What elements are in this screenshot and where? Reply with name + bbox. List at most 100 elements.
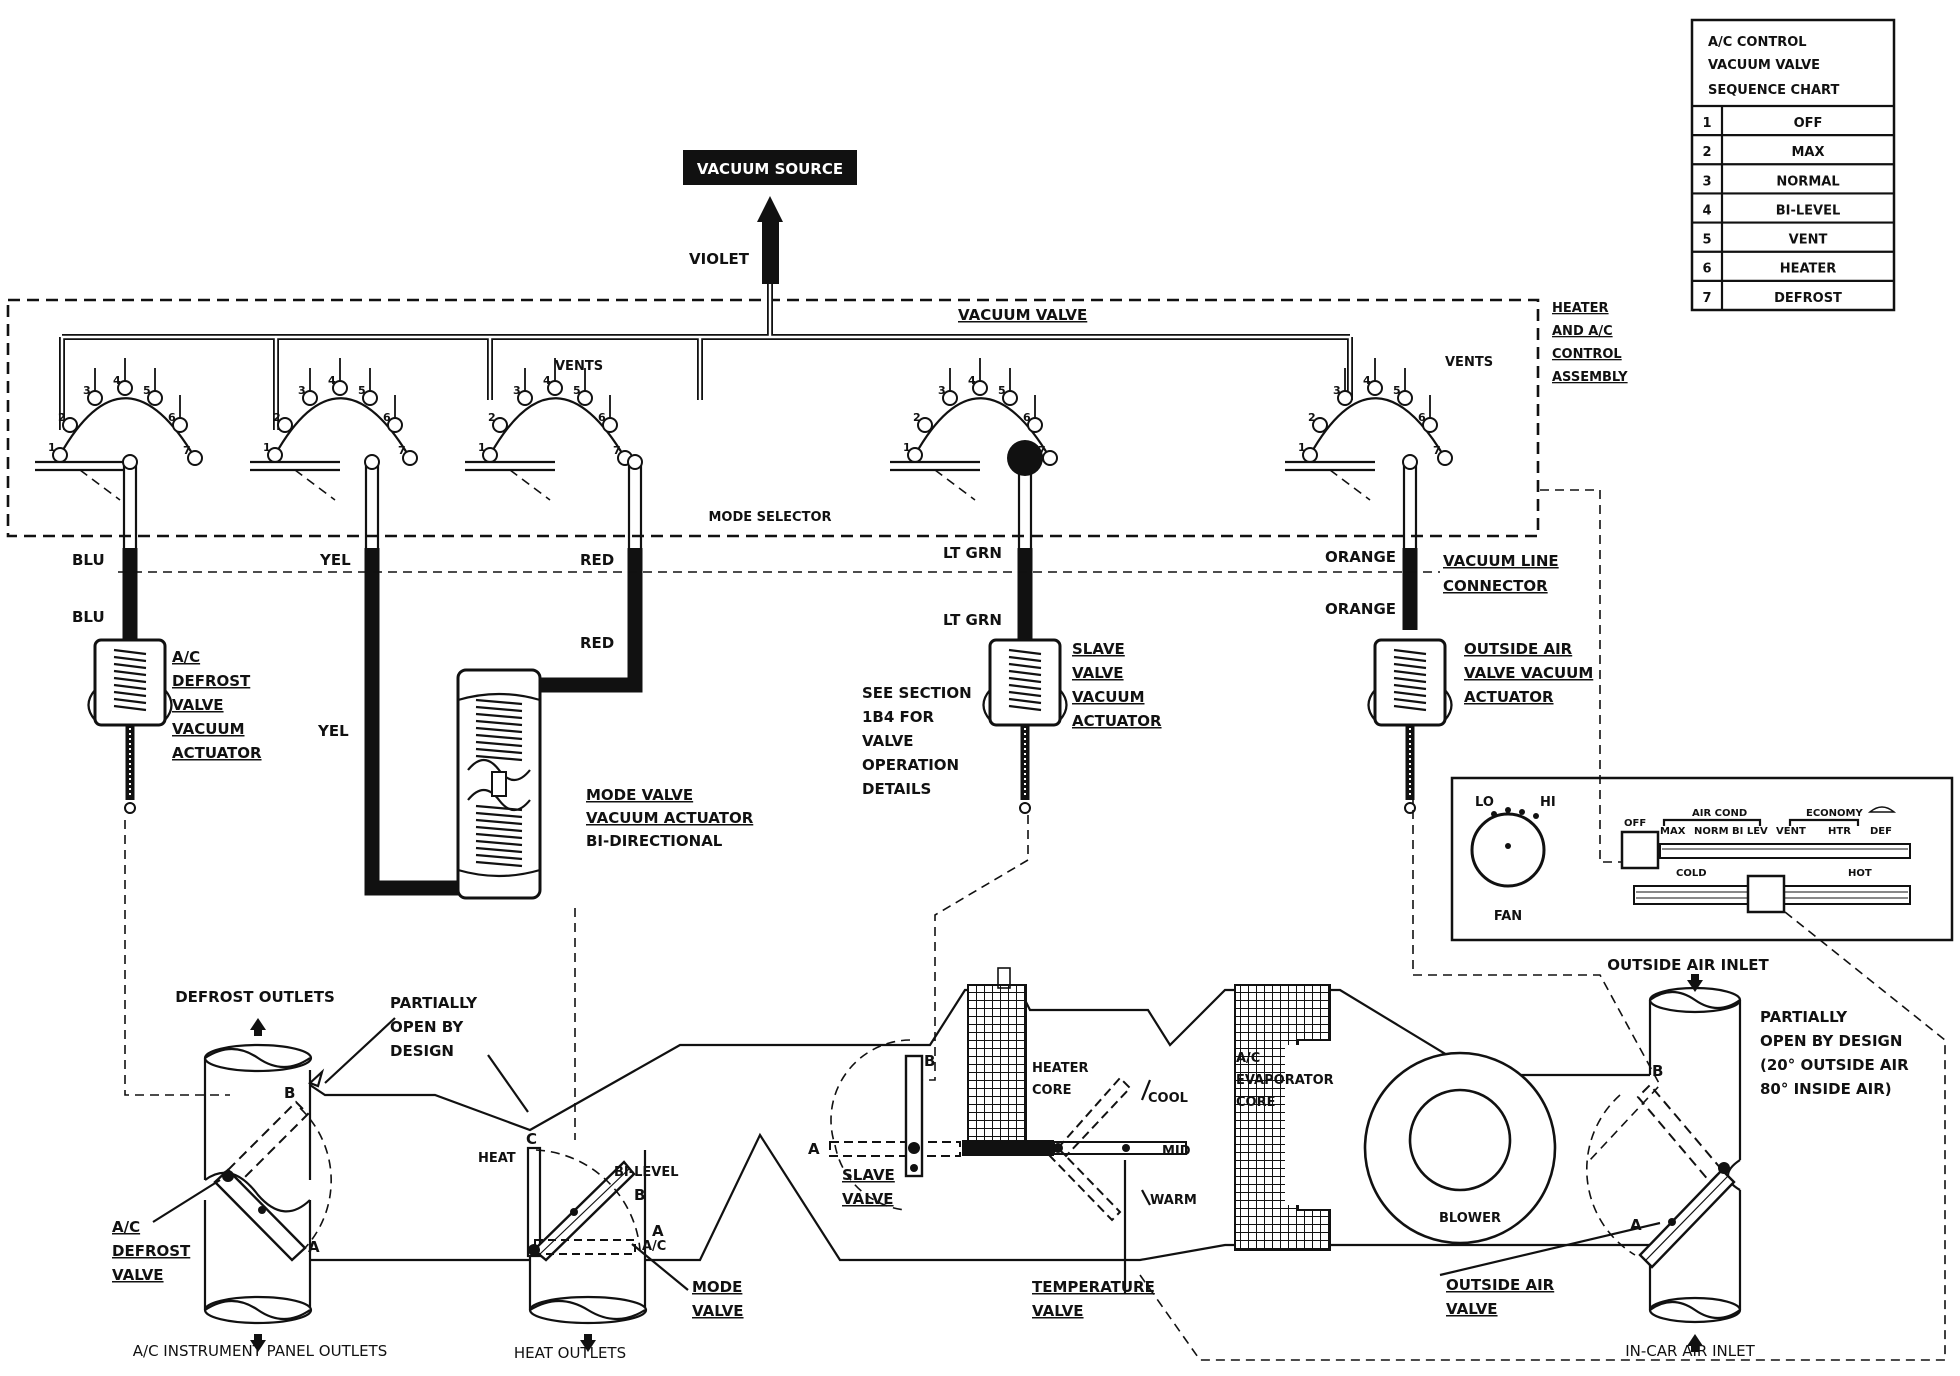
- orange-label-bottom: ORANGE: [1325, 600, 1396, 618]
- outside-air-inlet-label: OUTSIDE AIR INLET: [1607, 956, 1769, 974]
- economy-label: ECONOMY: [1806, 808, 1863, 819]
- vents-label-1: VENTS: [555, 359, 603, 374]
- port-number: 1: [263, 441, 271, 454]
- svg-text:EVAPORATOR: EVAPORATOR: [1236, 1073, 1334, 1088]
- port-number: 5: [358, 384, 366, 397]
- ltgrn-label-top: LT GRN: [943, 544, 1002, 562]
- svg-text:BI-DIRECTIONAL: BI-DIRECTIONAL: [586, 832, 723, 850]
- defrost-duct: [203, 1018, 332, 1352]
- defrost-valve-label: A/C DEFROST VALVE: [112, 1218, 191, 1284]
- blu-label-bottom: BLU: [72, 608, 105, 626]
- port-number: 3: [938, 384, 946, 397]
- svg-text:HEATER: HEATER: [1032, 1061, 1089, 1076]
- cool-label: COOL: [1148, 1091, 1188, 1106]
- see-section-note: SEE SECTION 1B4 FOR VALVE OPERATION DETA…: [862, 684, 972, 798]
- port-number: 1: [478, 441, 486, 454]
- chart-row-mode: HEATER: [1780, 262, 1837, 277]
- sequence-chart: A/C CONTROL VACUUM VALVE SEQUENCE CHART …: [1690, 18, 1896, 312]
- defrost-outlets-label: DEFROST OUTLETS: [175, 988, 335, 1006]
- off-label: OFF: [1624, 818, 1646, 829]
- svg-text:A/C: A/C: [172, 648, 200, 666]
- chart-row-number: 3: [1702, 174, 1711, 189]
- svg-text:VALVE: VALVE: [862, 732, 914, 750]
- mode-slider-track[interactable]: [1659, 843, 1911, 859]
- svg-text:CONTROL: CONTROL: [1552, 347, 1622, 362]
- chart-title-1: A/C CONTROL: [1708, 35, 1807, 50]
- svg-text:AND A/C: AND A/C: [1552, 324, 1613, 339]
- ltgrn-label-bottom: LT GRN: [943, 611, 1002, 629]
- chart-row-mode: BI-LEVEL: [1776, 203, 1841, 218]
- yel-label-top: YEL: [319, 551, 351, 569]
- svg-text:SLAVE: SLAVE: [1072, 640, 1125, 658]
- svg-text:DEFROST: DEFROST: [112, 1242, 191, 1260]
- svg-text:ACTUATOR: ACTUATOR: [1464, 688, 1554, 706]
- mode-slider-knob[interactable]: [1620, 830, 1660, 870]
- yel-label-bottom: YEL: [317, 722, 349, 740]
- svg-text:VALVE: VALVE: [692, 1302, 744, 1320]
- evaporator-blower: [1234, 984, 1557, 1251]
- red-label-top: RED: [580, 551, 614, 569]
- svg-text:ACTUATOR: ACTUATOR: [172, 744, 262, 762]
- linkage-dashes: [124, 489, 1946, 1361]
- vents-label-2: VENTS: [1445, 355, 1493, 370]
- svg-text:VACUUM ACTUATOR: VACUUM ACTUATOR: [586, 809, 754, 827]
- port-number: 2: [1308, 411, 1316, 424]
- port-number: 2: [488, 411, 496, 424]
- max-label: MAX: [1660, 826, 1686, 837]
- port-number: 3: [513, 384, 521, 397]
- mode-selector-label: MODE SELECTOR: [708, 510, 831, 525]
- svg-text:1B4 FOR: 1B4 FOR: [862, 708, 935, 726]
- svg-text:OUTSIDE AIR: OUTSIDE AIR: [1446, 1276, 1555, 1294]
- port-number: 5: [998, 384, 1006, 397]
- svg-text:VACUUM: VACUUM: [172, 720, 245, 738]
- port-number: 4: [328, 374, 336, 387]
- port-number: 1: [1298, 441, 1306, 454]
- port-number: 5: [143, 384, 151, 397]
- htr-label: HTR: [1828, 826, 1851, 837]
- slave-actuator-label: SLAVE VALVE VACUUM ACTUATOR: [1072, 640, 1162, 730]
- svg-text:TEMPERATURE: TEMPERATURE: [1032, 1278, 1155, 1296]
- svg-text:DEFROST: DEFROST: [172, 672, 251, 690]
- vacuum-valve-label: VACUUM VALVE: [958, 306, 1087, 324]
- port-number: 6: [1023, 411, 1031, 424]
- svg-text:SEE SECTION: SEE SECTION: [862, 684, 972, 702]
- port-number: 5: [1393, 384, 1401, 397]
- heat-outlets-label: HEAT OUTLETS: [514, 1344, 626, 1362]
- svg-text:VALVE: VALVE: [172, 696, 224, 714]
- port-number: 1: [903, 441, 911, 454]
- svg-text:80° INSIDE AIR): 80° INSIDE AIR): [1760, 1080, 1892, 1098]
- partially-open-left-label: PARTIALLY OPEN BY DESIGN: [390, 994, 478, 1060]
- svg-text:VALVE VACUUM: VALVE VACUUM: [1464, 664, 1593, 682]
- defrost-door-b: B: [284, 1084, 295, 1102]
- port-number: 2: [913, 411, 921, 424]
- temperature-valve-label: TEMPERATURE VALVE: [1032, 1278, 1155, 1320]
- outside-air-actuator-label: OUTSIDE AIR VALVE VACUUM ACTUATOR: [1464, 640, 1593, 706]
- fan-hi-label: HI: [1540, 795, 1556, 810]
- port-number: 4: [968, 374, 976, 387]
- chart-row-mode: MAX: [1791, 145, 1824, 160]
- svg-text:OUTSIDE AIR: OUTSIDE AIR: [1464, 640, 1573, 658]
- temp-slider-knob[interactable]: [1746, 874, 1786, 914]
- port-number: 7: [1038, 444, 1046, 457]
- mid-label: MID: [1162, 1144, 1191, 1159]
- chart-row-number: 7: [1702, 291, 1711, 306]
- slave-valve-area: [829, 967, 1187, 1222]
- slave-door-b: B: [924, 1052, 935, 1070]
- svg-text:OPEN BY: OPEN BY: [390, 1018, 464, 1036]
- svg-text:HEATER: HEATER: [1552, 301, 1609, 316]
- outside-air-duct: [1586, 974, 1742, 1352]
- port-number: 2: [58, 411, 66, 424]
- vacuum-line-connector-label: VACUUM LINE CONNECTOR: [1443, 552, 1559, 595]
- outside-door-b: B: [1652, 1062, 1663, 1080]
- vacuum-source-label: VACUUM SOURCE: [697, 160, 843, 178]
- orange-label-top: ORANGE: [1325, 548, 1396, 566]
- vent-label: VENT: [1776, 826, 1806, 837]
- ac-label: A/C: [642, 1239, 666, 1254]
- in-car-inlet-label: IN-CAR AIR INLET: [1625, 1342, 1755, 1360]
- port-number: 2: [273, 411, 281, 424]
- outside-air-valve-label: OUTSIDE AIR VALVE: [1446, 1276, 1555, 1318]
- svg-text:(20° OUTSIDE AIR: (20° OUTSIDE AIR: [1760, 1056, 1909, 1074]
- fan-knob[interactable]: [1470, 812, 1546, 888]
